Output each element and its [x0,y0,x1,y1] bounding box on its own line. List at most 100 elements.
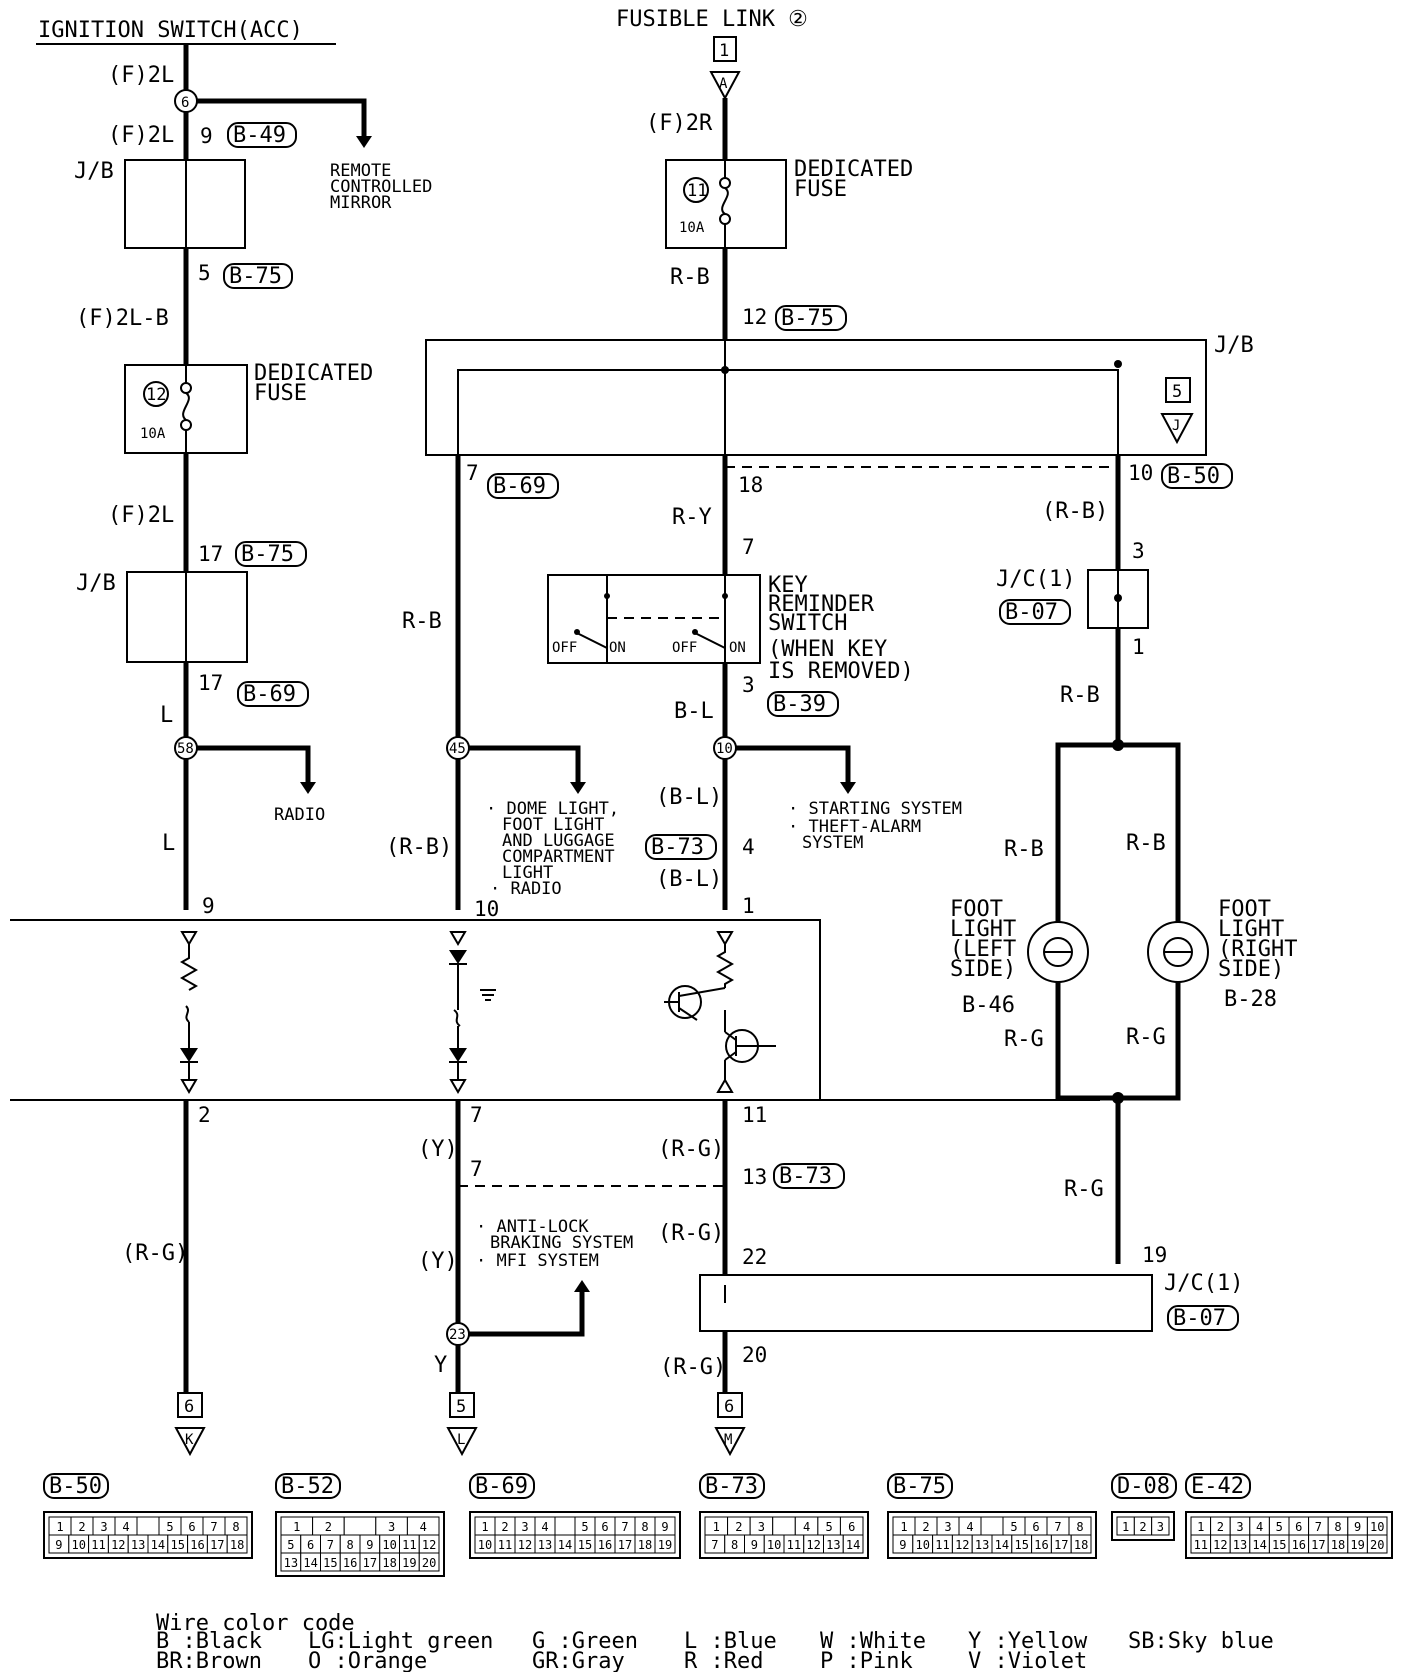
connector-pin-number: 14 [995,1538,1009,1552]
pin-10-b50: 10 [1128,461,1153,485]
connector-pin-number: 18 [382,1556,396,1570]
starting-note-1: · STARTING SYSTEM [788,799,962,819]
connector-pin-number: 14 [151,1538,165,1552]
connector-pin [772,1516,796,1536]
connector-pin-number: 16 [598,1538,612,1552]
abs-note-3: · MFI SYSTEM [476,1251,599,1271]
wire-l-2: L [162,831,175,856]
wire-rg-paren-1: (R-G) [658,1137,724,1162]
connector-pin-number: 8 [1076,1520,1083,1534]
connector-pin-number: 10 [767,1538,781,1552]
connector-name: D-08 [1117,1474,1170,1499]
dome-note-1: · DOME LIGHT, [486,799,619,819]
conn-b73-b: B-73 [779,1164,832,1189]
dome-note-2: FOOT LIGHT [502,815,604,835]
connector-pin-number: 16 [190,1538,204,1552]
connector-pin-number: 20 [1370,1538,1384,1552]
connector-pin-number: 14 [846,1538,860,1552]
connector-pin-number: 9 [899,1538,906,1552]
connector-pin-number: 10 [478,1538,492,1552]
connector-tag [43,1473,109,1499]
pin-3-right: 3 [1132,539,1145,563]
connector-pin [554,1516,576,1536]
connector-pin-number: 4 [541,1520,548,1534]
connector-pin-number: 14 [1252,1538,1266,1552]
connector-pin-number: 5 [826,1520,833,1534]
connector-pin-number: 4 [803,1520,810,1534]
connector-pin-number: 9 [751,1538,758,1552]
key-switch-5: IS REMOVED) [768,659,914,684]
connector-pin-number: 4 [1256,1520,1263,1534]
connector-pin-number: 10 [382,1538,396,1552]
radio-label: RADIO [274,805,325,825]
connector-tag [699,1473,765,1499]
connector-pin-number: 1 [293,1520,300,1534]
connector-pin [1366,1534,1388,1554]
connector-pin-number: 9 [366,1538,373,1552]
connector-pin-number: 5 [166,1520,173,1534]
connector-pin-number: 13 [131,1538,145,1552]
bottom-l-arrow [446,1427,478,1457]
connector-pin [418,1552,440,1572]
wire-bl-paren-2: (B-L) [656,867,722,892]
connector-pin-number: 15 [323,1556,337,1570]
pin-9-ecu: 9 [202,894,215,918]
connector-pin-number: 18 [638,1538,652,1552]
key-switch-1: KEY [768,573,808,598]
foot-left-2: LIGHT [950,917,1016,942]
connector-pin-number: 9 [1354,1520,1361,1534]
connector-pin-number: 2 [922,1520,929,1534]
wire-f2r: (F)2R [646,111,713,136]
connector-pin-number: 17 [1311,1538,1325,1552]
key-switch-2: REMINDER [768,592,875,617]
legend-sb: SB:Sky blue [1128,1629,1274,1654]
pin-7-out: 7 [470,1103,483,1127]
key-switch-3: SWITCH [768,611,847,636]
connector-pin-number: 12 [422,1538,436,1552]
connector-pin-number: 1 [56,1520,63,1534]
ignition-switch-label: IGNITION SWITCH(ACC) [38,18,303,43]
connector-pin-number: 4 [122,1520,129,1534]
conn-b50: B-50 [1167,464,1220,489]
dome-note-3: AND LUGGAGE [502,831,615,851]
connector-pin-number: 3 [100,1520,107,1534]
connector-pin-number: 1 [481,1520,488,1534]
switch-off-1: OFF [552,640,577,656]
conn-b69-left-tag [237,681,309,707]
connector-pin-number: 11 [498,1538,512,1552]
wire-bl: B-L [674,699,714,724]
legend-gr: GR:Gray [532,1649,625,1672]
bottom-m-box [717,1392,743,1418]
connector-pin-number: 5 [1276,1520,1283,1534]
connector-pin-number: 19 [658,1538,672,1552]
connector-pin [343,1516,377,1536]
connector-pin-number: 4 [420,1520,427,1534]
conn-b73-tag [645,834,717,860]
conn-b75-center-tag [775,305,847,331]
foot-right-conn: B-28 [1224,987,1277,1012]
connector-name: B-50 [49,1474,102,1499]
conn-b69-mid-tag [487,473,559,499]
connector-pin-number: 17 [618,1538,632,1552]
connector-pin-number: 6 [188,1520,195,1534]
connector-pin-number: 11 [787,1538,801,1552]
connector-tag [1185,1473,1251,1499]
conn-b39: B-39 [773,692,826,717]
connector-tag [887,1473,953,1499]
connector-pin-number: 12 [955,1538,969,1552]
conn-b73-b-tag [773,1163,845,1189]
connector-pin-number: 14 [303,1556,317,1570]
connector-pin-number: 8 [641,1520,648,1534]
connector-tag [1111,1473,1177,1499]
connector-pin-number: 12 [1213,1538,1227,1552]
conn-b69-left: B-69 [243,682,296,707]
wire-rb-right: R-B [1060,683,1100,708]
remote-mirror-1: REMOTE [330,161,391,181]
wire-rb-foot-right: R-B [1126,831,1166,856]
pin-11: 11 [742,1103,767,1127]
connector-pin-number: 19 [402,1556,416,1570]
wire-ry: R-Y [672,505,712,530]
